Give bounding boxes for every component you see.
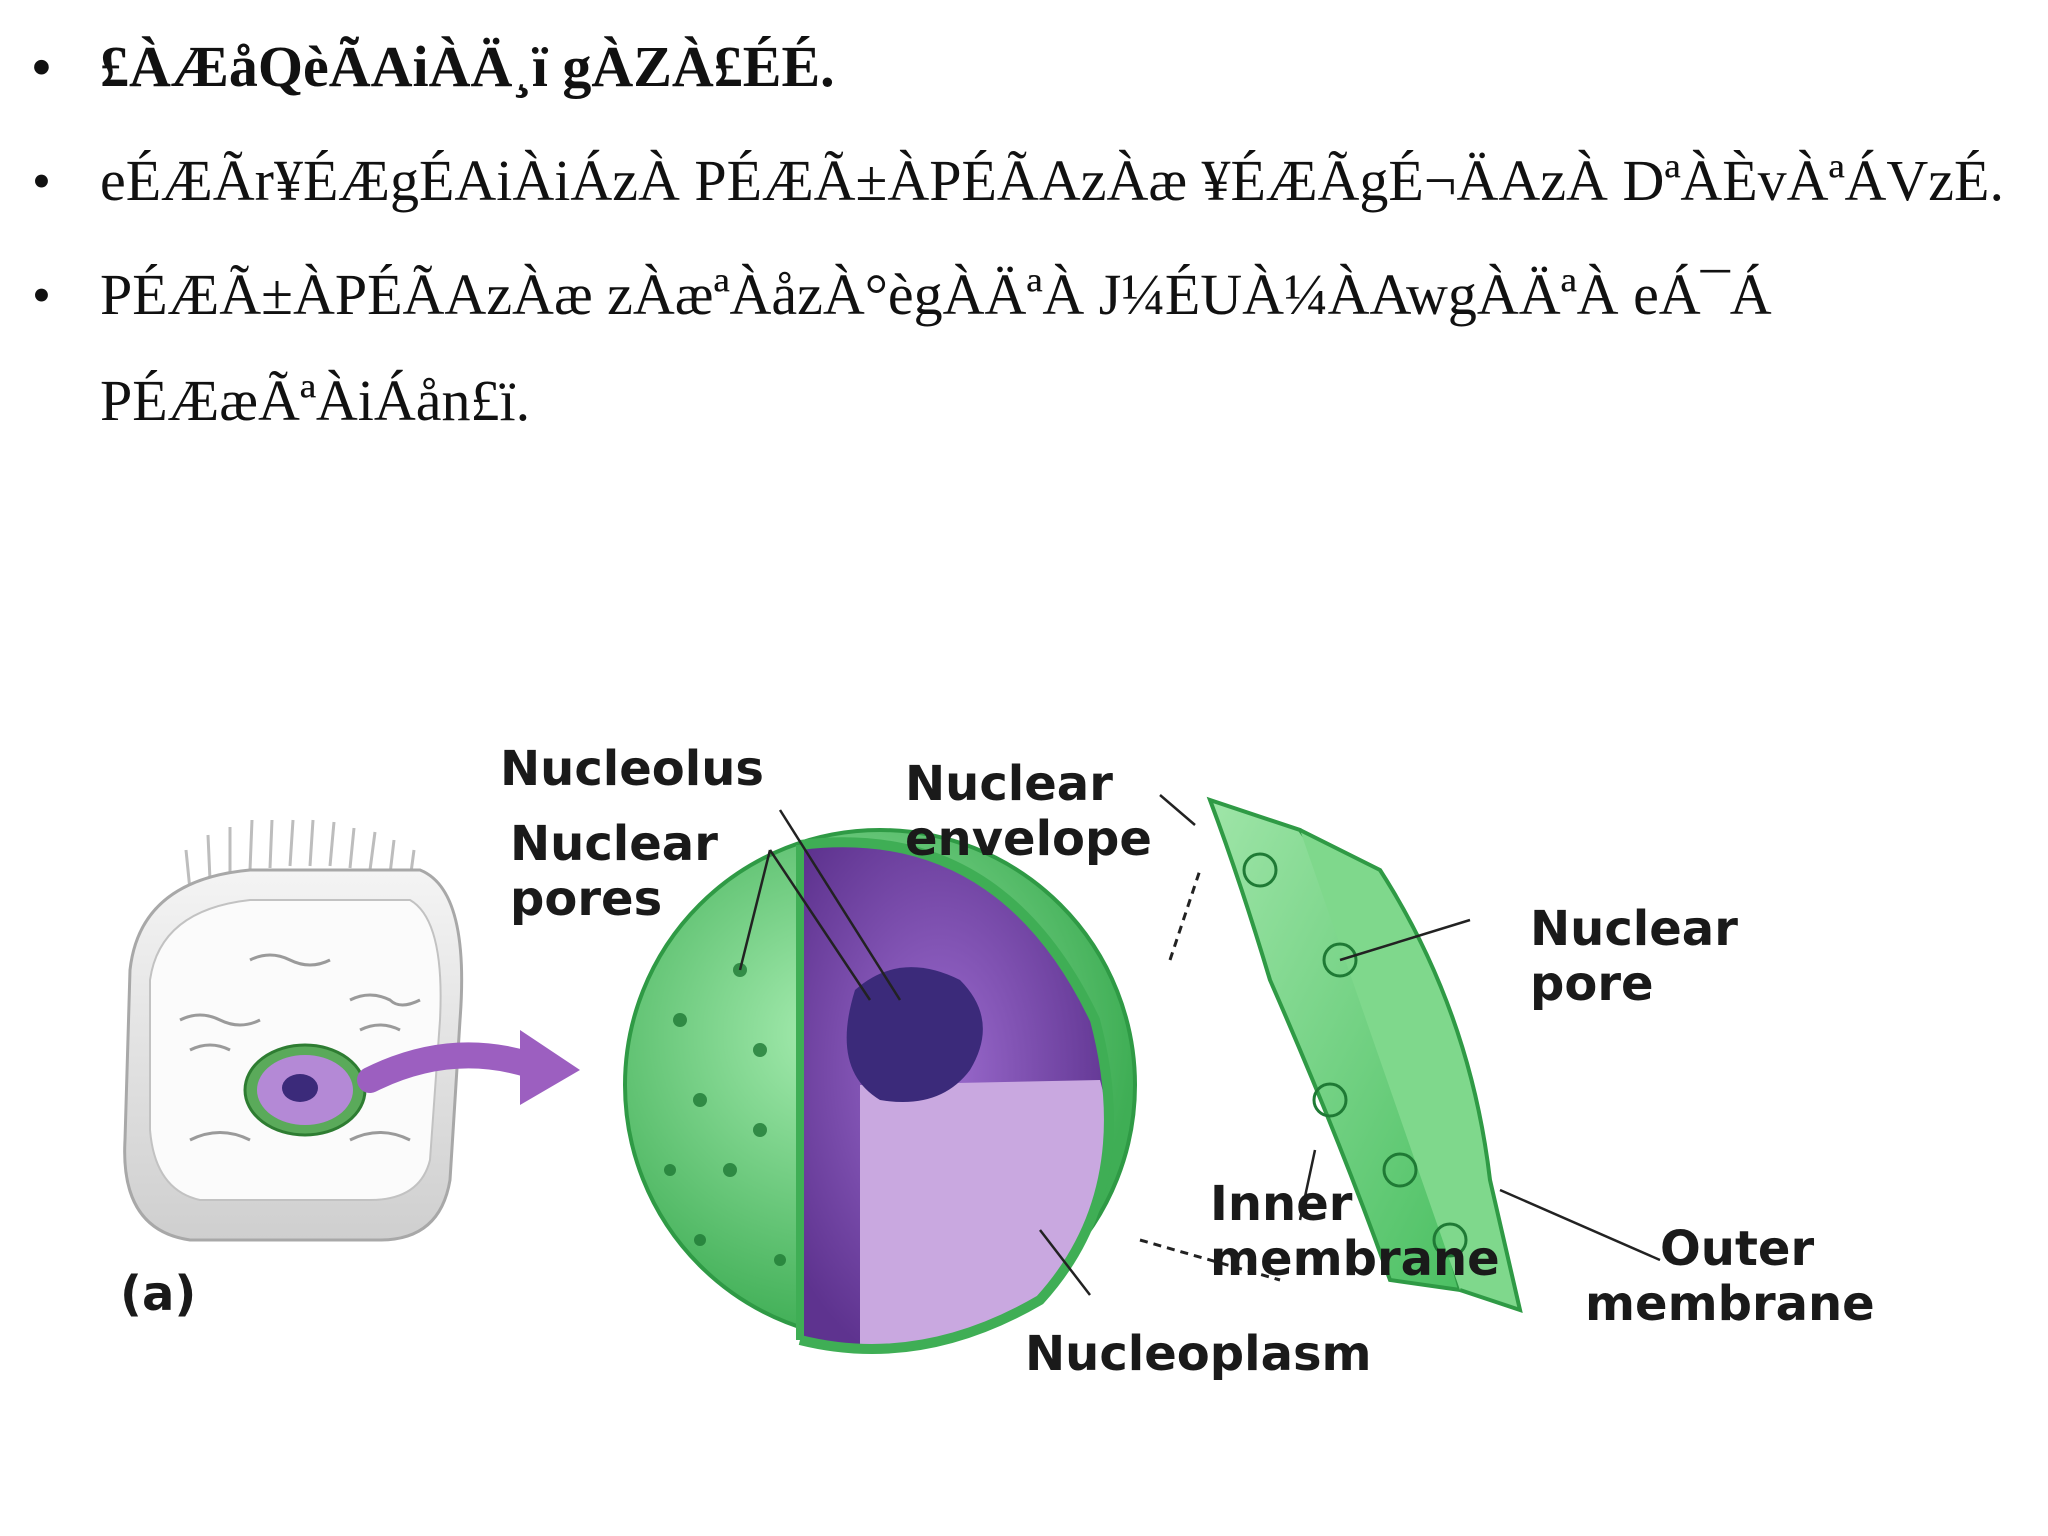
label-inner-membrane-1: Inner [1210,1176,1353,1232]
bullet-text: £ÀÆåQèÃAiÀÄ¸ï gÀZÀ£ÉÉ. [100,34,835,99]
label-nuclear-pore-1: Nuclear [1530,901,1738,957]
panel-label: (a) [120,1266,196,1322]
bullet-dot-icon: • [32,37,51,97]
label-inner-membrane-2: membrane [1210,1231,1500,1287]
bullet-item: • £ÀÆåQèÃAiÀÄ¸ï gÀZÀ£ÉÉ. [20,14,2010,120]
label-nucleolus: Nucleolus [500,741,764,797]
bullet-text: PÉÆÃ±ÀPÉÃAzÀæ zÀæªÀåzÀ°ègÀÄªÀ J¼ÉUÀ¼ÀAwg… [100,262,1772,433]
bullet-list: • £ÀÆåQèÃAiÀÄ¸ï gÀZÀ£ÉÉ. • eÉÆÃr¥ÉÆgÉAiÀ… [20,14,2010,462]
bullet-item: • eÉÆÃr¥ÉÆgÉAiÀiÁzÀ PÉÆÃ±ÀPÉÃAzÀæ ¥ÉÆÃgÉ… [20,128,2010,234]
label-outer-membrane-1: Outer [1660,1221,1814,1277]
cell-illustration: (a) [120,819,580,1322]
nucleus-figure: (a) [100,720,2000,1420]
label-nuclear-envelope-2: envelope [905,811,1152,867]
label-nucleoplasm: Nucleoplasm [1025,1326,1372,1382]
bullet-item: • PÉÆÃ±ÀPÉÃAzÀæ zÀæªÀåzÀ°ègÀÄªÀ J¼ÉUÀ¼ÀA… [20,242,2010,454]
label-nuclear-pores-1: Nuclear [510,816,718,872]
label-nuclear-pore-2: pore [1530,956,1654,1012]
bullet-dot-icon: • [32,265,51,325]
nucleus-diagram: (a) [120,741,1875,1382]
nucleus-sphere [623,828,1137,1354]
envelope-section [1139,796,1523,1314]
label-outer-membrane-2: membrane [1585,1276,1875,1332]
label-nuclear-pores-2: pores [510,871,662,927]
bullet-dot-icon: • [32,151,51,211]
label-nuclear-envelope-1: Nuclear [905,756,1113,812]
leader-lines [738,794,1661,1296]
bullet-text: eÉÆÃr¥ÉÆgÉAiÀiÁzÀ PÉÆÃ±ÀPÉÃAzÀæ ¥ÉÆÃgÉ¬Ä… [100,148,2004,213]
